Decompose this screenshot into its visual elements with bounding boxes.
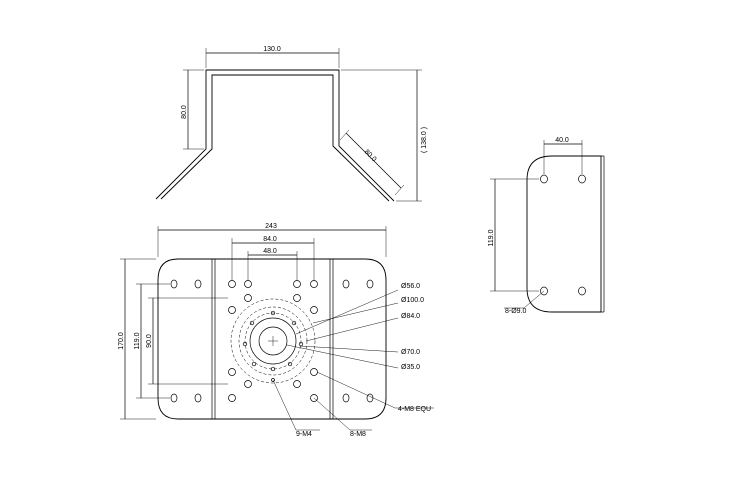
side-view: 130.0 80.0 80.0 ( 138.0 ) <box>155 46 428 202</box>
m8-holes <box>228 280 318 402</box>
end-view: 40.0 119.0 8-Ø9.0 <box>488 137 605 315</box>
circle-d35 <box>258 326 288 356</box>
dim-hole-span-48: 48.0 <box>263 248 277 255</box>
bracket-profile-inner <box>160 74 390 202</box>
plate-outline <box>157 258 387 420</box>
dim-overall-width: 243 <box>265 223 277 230</box>
m4-holes <box>242 310 304 382</box>
circle-d100 <box>230 298 316 384</box>
circle-d56 <box>249 317 297 365</box>
callout-8-m8: 8-M8 <box>350 431 366 438</box>
callout-8-d9: 8-Ø9.0 <box>505 308 527 315</box>
dim-flange-length: 80.0 <box>363 149 378 164</box>
callout-d100: Ø100.0 <box>401 297 424 304</box>
dim-overall-height: 170.0 <box>118 332 125 350</box>
callout-d35: Ø35.0 <box>401 364 420 371</box>
circle-d84 <box>238 306 308 376</box>
dim-hole-span-90: 90.0 <box>146 334 153 348</box>
dim-height: 80.0 <box>181 105 188 119</box>
circle-d70 <box>244 312 302 370</box>
dim-hole-span-119: 119.0 <box>134 332 141 349</box>
callout-d56: Ø56.0 <box>401 283 420 290</box>
dim-line-flange <box>345 132 402 189</box>
dim-hole-span-84: 84.0 <box>263 236 277 243</box>
callout-d70: Ø70.0 <box>401 349 420 356</box>
dim-top-width: 130.0 <box>263 46 281 53</box>
flange-holes <box>540 174 586 296</box>
callout-leader-holes <box>523 290 545 309</box>
callout-9-m4: 9-M4 <box>296 431 312 438</box>
callout-leaders <box>272 289 434 431</box>
callout-4-m8-equ: 4-M8 EQU <box>398 406 431 413</box>
dim-hole-spacing: 40.0 <box>555 137 569 144</box>
flange-outline <box>526 155 602 313</box>
plan-view: 243 84.0 48.0 170.0 119.0 90.0 <box>118 223 434 438</box>
callout-d84: Ø84.0 <box>401 313 420 320</box>
dim-hole-span: 119.0 <box>488 229 495 246</box>
bracket-profile-outer <box>155 69 395 202</box>
slot-holes <box>170 279 374 403</box>
dim-total-height: ( 138.0 ) <box>421 127 428 153</box>
